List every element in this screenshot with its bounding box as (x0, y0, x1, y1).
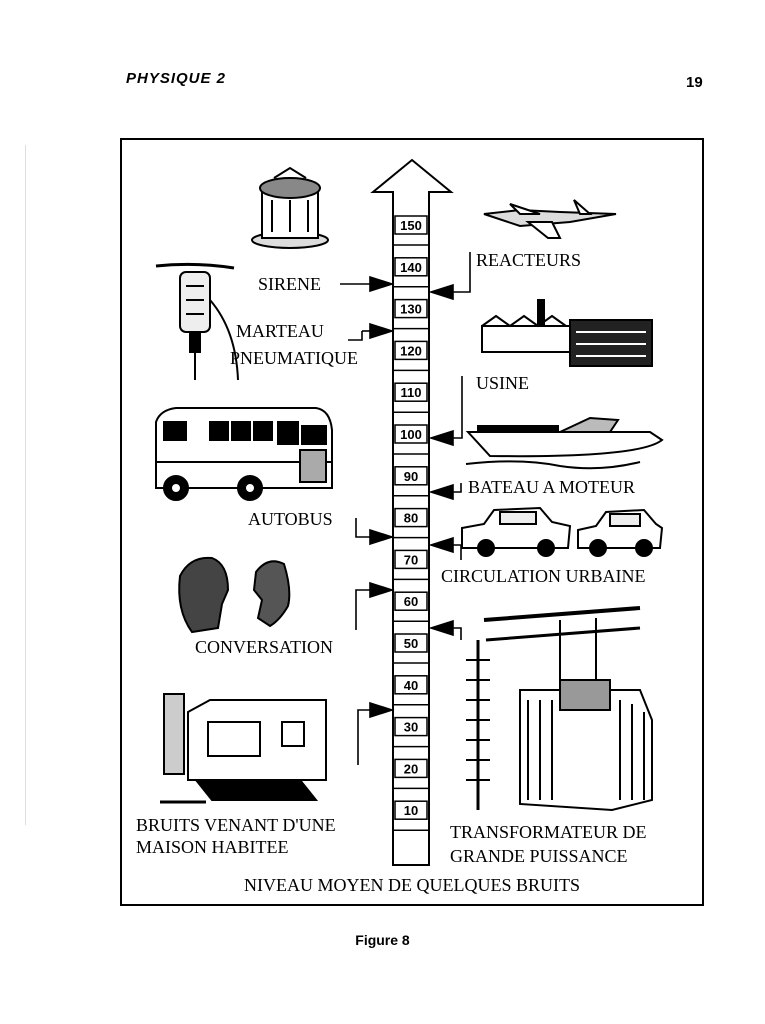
figure-caption: Figure 8 (355, 932, 410, 948)
page-margin-line (25, 145, 26, 825)
figure-title: NIVEAU MOYEN DE QUELQUES BRUITS (244, 875, 580, 895)
label-autobus: AUTOBUS (248, 509, 333, 529)
scale-tick-label: 80 (404, 511, 418, 526)
arrow-usine (428, 429, 454, 447)
scale-ticks: 150 140 130 120 110 100 90 80 70 60 50 40 30 20 10 (393, 215, 429, 831)
scale-tick-box (394, 340, 428, 361)
scale-tick-box (394, 424, 428, 444)
label-maison-line1: BRUITS VENANT D'UNE (136, 815, 336, 835)
motor-boat-illustration (465, 416, 664, 470)
label-marteau-line2: PNEUMATIQUE (230, 348, 358, 368)
arrow-autobus (369, 528, 395, 546)
scale-tick-box (394, 257, 428, 277)
scale-tick-label: 110 (401, 385, 422, 400)
label-transfo-line1: TRANSFORMATEUR DE (450, 822, 647, 842)
jet-aircraft-illustration (483, 199, 617, 239)
label-circulation: CIRCULATION URBAINE (441, 566, 646, 586)
scale-tick-box (394, 591, 428, 611)
scale-tick-label: 70 (404, 552, 418, 567)
scale-tick-box (394, 716, 428, 737)
scale-tick-box (394, 466, 428, 486)
leader-lines (340, 252, 471, 765)
scale-tick-label: 140 (400, 260, 422, 275)
label-sirene: SIRENE (258, 274, 321, 294)
scale-tick-label: 100 (400, 427, 422, 442)
scale-tick-box (394, 298, 428, 319)
scale-tick-box (394, 758, 428, 779)
transformer-illustration (466, 606, 653, 812)
arrow-maison (369, 701, 395, 719)
label-transfo-line2: GRANDE PUISSANCE (450, 846, 628, 866)
label-maison-line2: MAISON HABITEE (136, 837, 289, 857)
label-conversation: CONVERSATION (195, 637, 333, 657)
arrow-bateau (428, 483, 454, 501)
scale-tick-box (394, 382, 428, 402)
cars-illustration (461, 506, 664, 557)
label-reacteurs: REACTEURS (476, 250, 581, 270)
house-illustration (160, 693, 327, 804)
scale-tick-box (394, 675, 428, 695)
scale-tick-label: 30 (404, 720, 418, 735)
scale-tick-label: 60 (404, 594, 418, 609)
figure-frame (120, 138, 704, 906)
scale-tick-box (394, 633, 428, 653)
scale-tick-box (394, 215, 428, 235)
factory-illustration (481, 299, 653, 367)
arrow-sirene (369, 275, 395, 293)
scale-tick-label: 150 (400, 218, 422, 233)
arrow-circulation (428, 536, 454, 554)
page-number: 19 (686, 74, 703, 91)
arrow-reacteurs (428, 283, 454, 301)
label-bateau: BATEAU A MOTEUR (468, 477, 635, 497)
scale-tick-label: 10 (404, 803, 418, 818)
scale-tick-label: 120 (400, 343, 422, 358)
arrow-conversation (369, 581, 395, 599)
conversation-illustration (178, 556, 291, 634)
scale-tick-label: 40 (404, 678, 418, 693)
scale-tick-box (394, 800, 428, 820)
scale-tick-label: 20 (404, 761, 418, 776)
scale-tick-label: 50 (404, 636, 418, 651)
arrow-transfo (428, 619, 454, 637)
siren-illustration (251, 166, 329, 249)
arrow-marteau (369, 322, 395, 340)
scale-tick-box (394, 549, 428, 570)
scale-tick-box (394, 507, 428, 528)
label-usine: USINE (476, 373, 529, 393)
scale-tick-label: 130 (400, 302, 422, 317)
scale-tick-label: 90 (404, 469, 418, 484)
running-header-subject: PHYSIQUE 2 (126, 70, 227, 87)
jackhammer-illustration (155, 262, 239, 381)
label-marteau-line1: MARTEAU (236, 321, 324, 341)
bus-illustration (155, 407, 333, 501)
